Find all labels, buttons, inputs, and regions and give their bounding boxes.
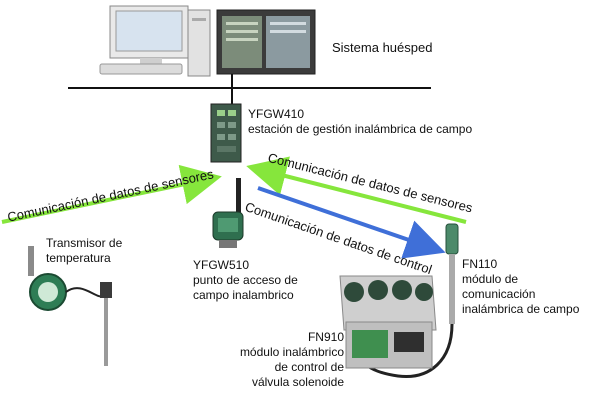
- gateway-device-icon: [210, 103, 242, 163]
- fn110-label: FN110 módulo de comunicación inalámbrica…: [462, 257, 579, 317]
- host-computer-icon: [99, 5, 211, 77]
- fn910-model: FN910: [307, 330, 344, 344]
- temperature-transmitter-icon: [28, 246, 112, 366]
- fn910-line1: módulo inalámbrico: [239, 345, 344, 359]
- host-label: Sistema huésped: [332, 40, 433, 55]
- fn910-line2: de control de: [274, 360, 344, 374]
- access-point-label: YFGW510 punto de acceso de campo inalamb…: [193, 258, 298, 303]
- sensor-arrow-right: [246, 156, 467, 224]
- control-arrow: [257, 186, 446, 259]
- gateway-model: YFGW410: [248, 107, 305, 121]
- access-point-model: YFGW510: [193, 258, 250, 272]
- gateway-label: YFGW410 estación de gestión inalámbrica …: [248, 107, 472, 137]
- fn110-line1: módulo de: [462, 272, 519, 286]
- fn110-line2: comunicación: [462, 287, 536, 301]
- transmitter-line2: temperatura: [46, 251, 111, 265]
- fn910-module-icon: [339, 275, 437, 369]
- access-point-line2: campo inalambrico: [193, 288, 294, 302]
- transmitter-line1: Transmisor de: [46, 236, 123, 250]
- control-system-icon: [216, 9, 316, 75]
- sensor-arrow-left: [1, 164, 222, 224]
- fn110-line3: inalámbrica de campo: [462, 302, 580, 316]
- gateway-desc: estación de gestión inalámbrica de campo: [248, 122, 473, 136]
- access-point-icon: [212, 178, 244, 248]
- fn910-line3: válvula solenoide: [251, 375, 344, 389]
- access-point-line1: punto de acceso de: [193, 273, 298, 287]
- fn910-label: FN910 módulo inalámbrico de control de v…: [226, 330, 344, 390]
- transmitter-label: Transmisor de temperatura: [46, 236, 122, 266]
- fn110-model: FN110: [462, 257, 498, 271]
